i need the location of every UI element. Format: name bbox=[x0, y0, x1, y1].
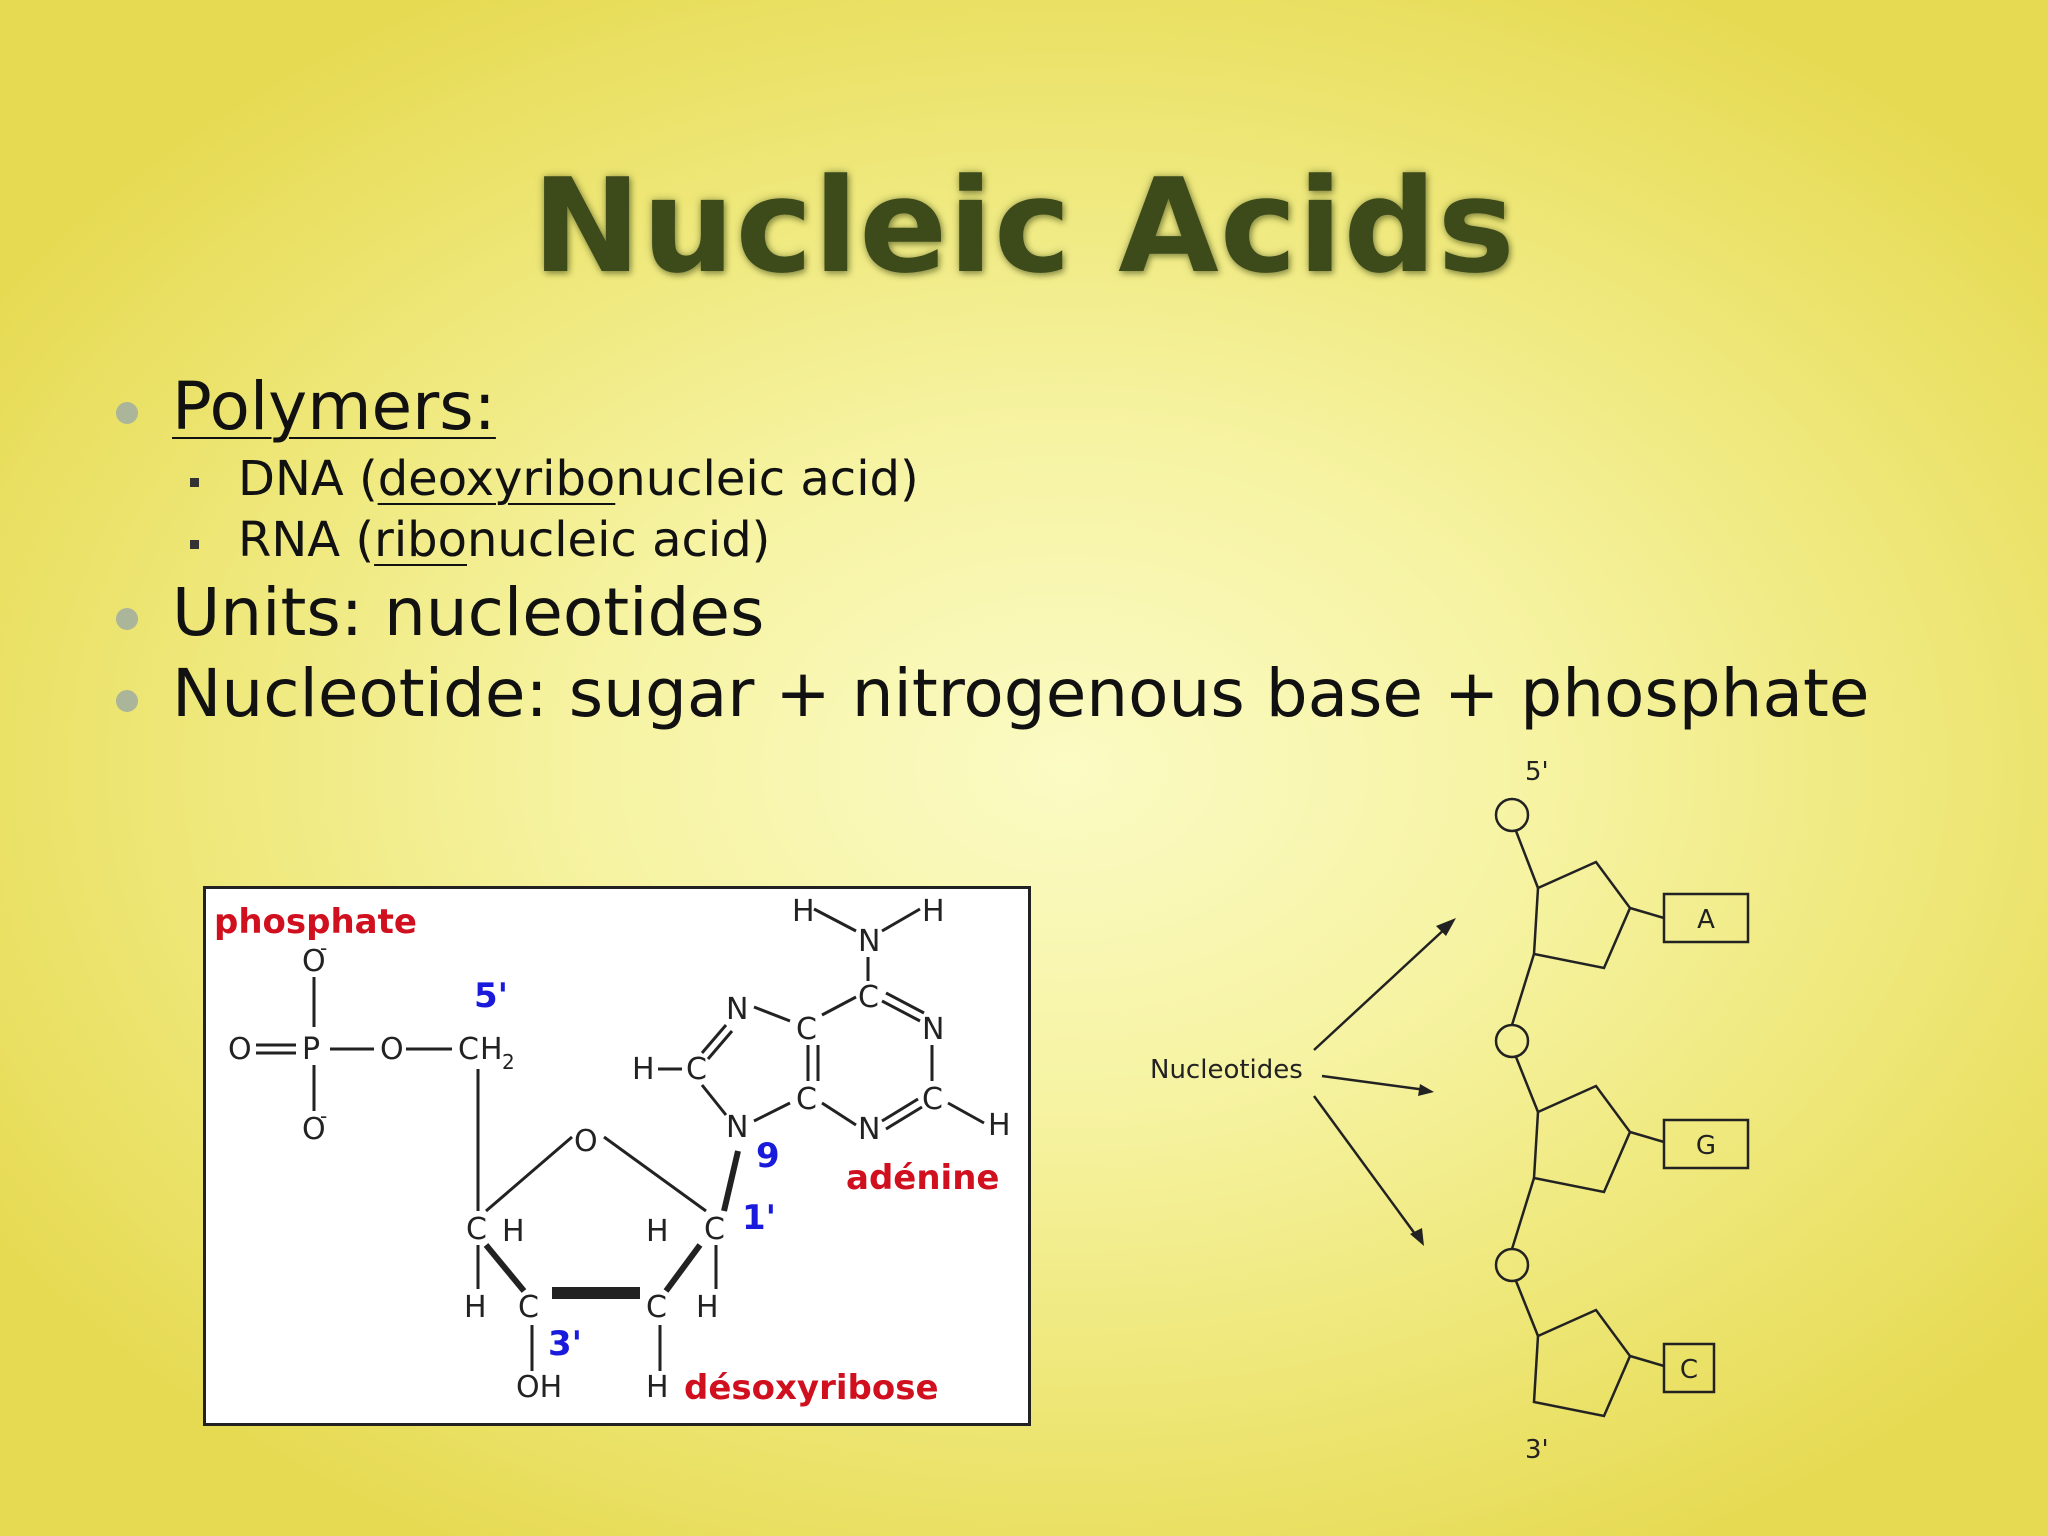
sugar-pentagon bbox=[1532, 860, 1632, 970]
sub-bullet-marker bbox=[190, 540, 199, 549]
subscript: 2 bbox=[502, 1050, 515, 1074]
wedge-bonds bbox=[483, 1243, 703, 1293]
sub-bullet-marker bbox=[190, 478, 199, 487]
atom-c: C bbox=[796, 1082, 817, 1117]
base-box bbox=[1662, 1342, 1716, 1394]
pointer-arrows bbox=[1312, 925, 1449, 1239]
bullet-dot bbox=[116, 608, 138, 630]
sugar-pentagon bbox=[1532, 1308, 1632, 1418]
bullet-nucleotide: Nucleotide: sugar + nitrogenous base + p… bbox=[172, 655, 1870, 732]
base-g-label: G bbox=[1696, 1131, 1716, 1161]
position-1-label: 1' bbox=[742, 1198, 776, 1238]
atom-h: H bbox=[502, 1214, 525, 1249]
phosphate-label: phosphate bbox=[214, 902, 417, 942]
atom-c: C bbox=[858, 980, 879, 1015]
base-box bbox=[1662, 892, 1750, 944]
atom-o: O bbox=[380, 1032, 404, 1067]
atom-h: H bbox=[464, 1290, 487, 1325]
atom-o: O bbox=[302, 944, 326, 979]
position-9-label: 9 bbox=[756, 1136, 780, 1176]
atom-o: O bbox=[574, 1124, 598, 1159]
charge: - bbox=[320, 1104, 327, 1128]
atom-c: C bbox=[704, 1212, 725, 1247]
sub-bullet-dna: DNA (deoxyribonucleic acid) bbox=[238, 451, 919, 507]
adenine-label: adénine bbox=[846, 1158, 999, 1198]
bullet-dot bbox=[116, 402, 138, 424]
bullet-dot bbox=[116, 690, 138, 712]
atom-n: N bbox=[858, 924, 880, 959]
atom-c: C bbox=[922, 1082, 943, 1117]
bonds bbox=[256, 907, 985, 1371]
atom-labels: O - O P O O - C H 2 O C H H C H C C H OH… bbox=[228, 894, 1011, 1405]
phosphate-circle bbox=[1494, 797, 1530, 833]
five-prime-end-label: 5' bbox=[1525, 757, 1549, 787]
atom-c: C bbox=[796, 1012, 817, 1047]
arrow-heads bbox=[1410, 918, 1456, 1246]
atom-h: H bbox=[480, 1032, 503, 1067]
bullet-polymers: Polymers: bbox=[172, 368, 496, 445]
sub-bullet-rna: RNA (ribonucleic acid) bbox=[238, 512, 771, 568]
atom-c: C bbox=[466, 1212, 487, 1247]
atom-n: N bbox=[858, 1112, 880, 1147]
position-3-label: 3' bbox=[548, 1324, 582, 1364]
base-c-label: C bbox=[1680, 1355, 1698, 1385]
nucleotides-label: Nucleotides bbox=[1150, 1055, 1303, 1085]
atom-c: C bbox=[686, 1052, 707, 1087]
dna-strand-diagram: 5' 3' Nucleotides A G C bbox=[1130, 740, 1810, 1470]
base-box bbox=[1662, 1118, 1750, 1170]
atom-p: P bbox=[302, 1032, 320, 1067]
atom-h: H bbox=[646, 1214, 669, 1249]
atom-h: H bbox=[632, 1052, 655, 1087]
base-a-label: A bbox=[1697, 905, 1715, 935]
bullet-units: Units: nucleotides bbox=[172, 574, 765, 651]
atom-n: N bbox=[726, 1110, 748, 1145]
atom-n: N bbox=[726, 992, 748, 1027]
slide-title: Nucleic Acids bbox=[532, 150, 1516, 302]
phosphate-circle bbox=[1494, 1247, 1530, 1283]
nucleotide-structure-diagram: phosphate adénine désoxyribose 5' 9 1' 3… bbox=[203, 886, 1031, 1426]
atom-c: C bbox=[646, 1290, 667, 1325]
phosphate-circle bbox=[1494, 1023, 1530, 1059]
atom-h: H bbox=[988, 1108, 1011, 1143]
atom-c: C bbox=[518, 1290, 539, 1325]
three-prime-end-label: 3' bbox=[1525, 1435, 1549, 1465]
bullet-polymers-text: Polymers: bbox=[172, 368, 496, 445]
sugar-pentagon bbox=[1532, 1084, 1632, 1194]
position-5-label: 5' bbox=[474, 976, 508, 1016]
atom-oh: OH bbox=[516, 1370, 562, 1405]
atom-h: H bbox=[646, 1370, 669, 1405]
arrowhead bbox=[1410, 1228, 1424, 1246]
atom-o: O bbox=[302, 1112, 326, 1147]
atom-h: H bbox=[922, 894, 945, 929]
arrowhead bbox=[1418, 1084, 1434, 1096]
deoxyribose-label: désoxyribose bbox=[684, 1368, 939, 1408]
atom-h: H bbox=[696, 1290, 719, 1325]
atom-o: O bbox=[228, 1032, 252, 1067]
atom-c: C bbox=[458, 1032, 479, 1067]
atom-h: H bbox=[792, 894, 815, 929]
atom-n: N bbox=[922, 1012, 944, 1047]
charge: - bbox=[320, 936, 327, 960]
arrowhead bbox=[1436, 918, 1456, 936]
strand-backbone bbox=[1494, 797, 1750, 1418]
